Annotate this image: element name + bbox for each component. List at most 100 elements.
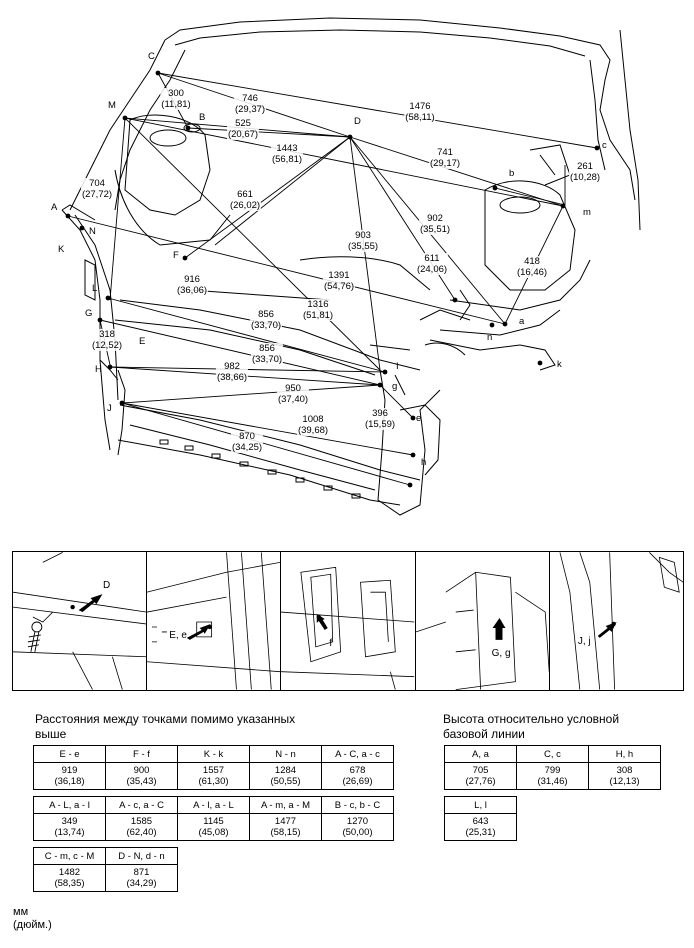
- table-cell-header: L, l: [444, 796, 517, 814]
- dimension-label: 1008(39,68): [296, 414, 330, 436]
- detail-insets: D E, e f: [12, 551, 684, 691]
- crossmember-holes: [159, 439, 361, 499]
- dimension-label: 856(33,70): [249, 309, 283, 331]
- dimension-label: 1443(56,81): [270, 143, 304, 165]
- inset-d-drawing: [13, 552, 147, 690]
- dimension-label: 418(16,46): [515, 256, 549, 278]
- dimension-label: 916(36,06): [175, 274, 209, 296]
- dimension-label: 261(10,28): [568, 161, 602, 183]
- dimension-label: 704(27,72): [80, 178, 114, 200]
- inset-d-label: D: [103, 580, 111, 591]
- table-cell-header: C - m, c - M: [33, 847, 106, 865]
- point-label: I: [396, 361, 399, 372]
- table-cell-value: 1585(62,40): [105, 813, 178, 841]
- table-cell-header: N - n: [249, 745, 322, 763]
- table-cell-value: 678(26,69): [321, 762, 394, 790]
- point-label: n: [487, 332, 493, 343]
- table-cell-value: 705(27,76): [444, 762, 517, 790]
- table-cell-value: 1145(45,08): [177, 813, 250, 841]
- table-cell-header: F - f: [105, 745, 178, 763]
- dimension-label: 396(15,59): [363, 408, 397, 430]
- table-cell-header: A - c, a - C: [105, 796, 178, 814]
- dimension-label: 856(33,70): [250, 343, 284, 365]
- table-cell-value: 349(13,74): [33, 813, 106, 841]
- table-cell-value: 1482(58,35): [33, 864, 106, 892]
- point-label: a: [519, 316, 525, 327]
- dimension-label: 525(20,67): [226, 118, 260, 140]
- measurement-points: [65, 70, 600, 488]
- inset-g-drawing: [415, 571, 549, 690]
- table-right-heading-line1: Высота относительно условной: [443, 712, 620, 726]
- point-label: c: [602, 140, 607, 151]
- point-label: m: [583, 207, 591, 218]
- dimension-label: 903(35,55): [346, 230, 380, 252]
- point-label: B: [199, 112, 206, 123]
- point-label: L: [92, 283, 98, 294]
- point-label: J: [107, 403, 112, 414]
- dimension-label: 1476(58,11): [404, 101, 436, 123]
- units-mm: мм: [13, 906, 29, 918]
- point-label: H: [95, 364, 102, 375]
- table-right-heading-line2: базовой линии: [443, 727, 525, 741]
- dimension-label: 1391(54,76): [322, 270, 356, 292]
- inset-f: f: [281, 552, 416, 690]
- dimension-label: 902(35,51): [418, 213, 452, 235]
- inset-f-label: f: [329, 638, 333, 649]
- table-cell-header: E - e: [33, 745, 106, 763]
- point-label: b: [509, 168, 515, 179]
- point-label: E: [139, 336, 146, 347]
- table-cell-header: A - C, a - c: [321, 745, 394, 763]
- point-label: C: [148, 51, 155, 62]
- table-cell-header: A - l, a - L: [177, 796, 250, 814]
- inset-f-drawing: [281, 566, 415, 690]
- table-cell-value: 1284(50,55): [249, 762, 322, 790]
- inset-g: G, g: [415, 552, 550, 690]
- units-inch: (дюйм.): [13, 919, 52, 931]
- dimension-label: 741(29,17): [428, 147, 462, 169]
- point-label: K: [58, 244, 65, 255]
- dimension-label: 982(38,66): [215, 361, 249, 383]
- table-cell-value: 871(34,29): [105, 864, 178, 892]
- table-cell-value: 308(12,13): [588, 762, 661, 790]
- inset-e: E, e: [147, 552, 282, 690]
- table-cell-header: K - k: [177, 745, 250, 763]
- dimension-label: 870(34,25): [230, 431, 264, 453]
- dimension-label: 300(11,81): [160, 88, 192, 110]
- table-cell-value: 799(31,46): [516, 762, 589, 790]
- table-cell-header: H, h: [588, 745, 661, 763]
- table-cell-value: 643(25,31): [444, 813, 517, 841]
- table-left-heading-line2: выше: [35, 727, 67, 741]
- frame-outline: [61, 17, 641, 516]
- point-label: h: [421, 457, 427, 468]
- table-cell-header: C, c: [516, 745, 589, 763]
- inset-e-label: E, e: [169, 630, 187, 641]
- inset-j: J, j: [550, 552, 684, 690]
- table-right-heading: Высота относительно условной базовой лин…: [443, 712, 619, 742]
- inset-g-label: G, g: [491, 648, 511, 659]
- point-label: A: [51, 202, 58, 213]
- table-left-heading: Расстояния между точками помимо указанны…: [35, 712, 295, 742]
- dimension-label: 1316(51,81): [301, 299, 335, 321]
- table-cell-value: 900(35,43): [105, 762, 178, 790]
- table-left-heading-line1: Расстояния между точками помимо указанны…: [35, 712, 296, 726]
- point-label: F: [173, 250, 179, 261]
- table-cell-value: 1270(50,00): [321, 813, 394, 841]
- dimension-label: 318(12,52): [90, 329, 124, 351]
- table-cell-header: A, a: [444, 745, 517, 763]
- dimension-label: 746(29,37): [233, 93, 267, 115]
- table-cell-value: 1477(58,15): [249, 813, 322, 841]
- point-label: N: [89, 226, 96, 237]
- inset-j-label: J, j: [577, 636, 591, 647]
- dimension-label: 611(24,06): [415, 253, 449, 275]
- point-label: e: [416, 413, 422, 424]
- table-cell-header: A - L, a - l: [33, 796, 106, 814]
- inset-d: D: [13, 552, 148, 690]
- point-label: D: [354, 116, 361, 127]
- inset-j-drawing: [559, 552, 684, 690]
- table-cell-header: B - c, b - C: [321, 796, 394, 814]
- point-label: M: [108, 100, 116, 111]
- inset-e-drawing: [147, 552, 281, 690]
- dimension-label: 950(37,40): [276, 383, 310, 405]
